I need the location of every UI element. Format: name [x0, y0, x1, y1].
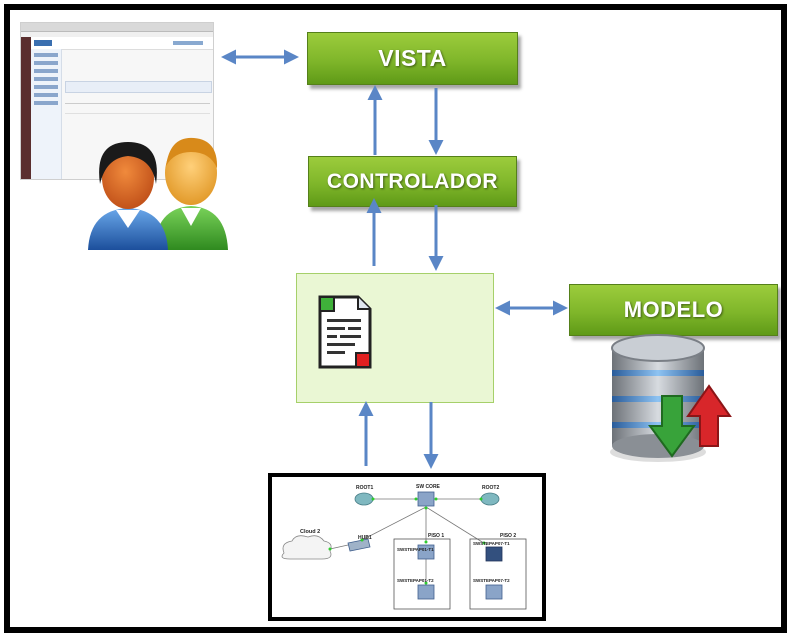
document-icon: [316, 293, 374, 371]
root1-label: ROOT1: [356, 485, 374, 491]
hub-label: HUB1: [358, 535, 372, 541]
database-icon: [606, 334, 738, 468]
switch-label: SWSTEPAP07-T1: [473, 541, 510, 546]
controlador-label: CONTROLADOR: [326, 169, 499, 193]
browser-tab-bar: [21, 23, 213, 32]
app-header: [31, 37, 213, 50]
network-topology-box: ROOT1 SW CORE ROOT2 Cloud 2 HUB1 PISO 1 …: [268, 473, 546, 621]
app-table-header: [65, 97, 210, 104]
users-icon: [86, 128, 231, 250]
os-launcher-bar: [21, 37, 31, 179]
piso1-label: PISO 1: [428, 533, 445, 539]
switch-label: SWSTEPAP01-T1: [397, 547, 434, 552]
vista-label: VISTA: [378, 45, 447, 71]
modelo-label: MODELO: [623, 297, 724, 322]
app-sidebar: [31, 49, 62, 179]
cloud-label: Cloud 2: [300, 529, 321, 535]
vista-box: VISTA: [307, 32, 518, 85]
piso2-label: PISO 2: [500, 533, 517, 539]
sw-core-label: SW CORE: [416, 484, 440, 490]
root2-label: ROOT2: [482, 485, 500, 491]
app-panel-header: [65, 81, 212, 93]
router-icon: [354, 492, 500, 506]
application-logic-box: [296, 273, 494, 403]
cloud-icon: [281, 535, 332, 560]
controlador-box: CONTROLADOR: [308, 156, 517, 207]
app-table-row: [65, 107, 210, 114]
switch-label: SWSTEPAP01-T2: [397, 578, 434, 583]
switch-label: SWSTEPAP07-T2: [473, 578, 510, 583]
network-switch-icon: [347, 491, 503, 600]
